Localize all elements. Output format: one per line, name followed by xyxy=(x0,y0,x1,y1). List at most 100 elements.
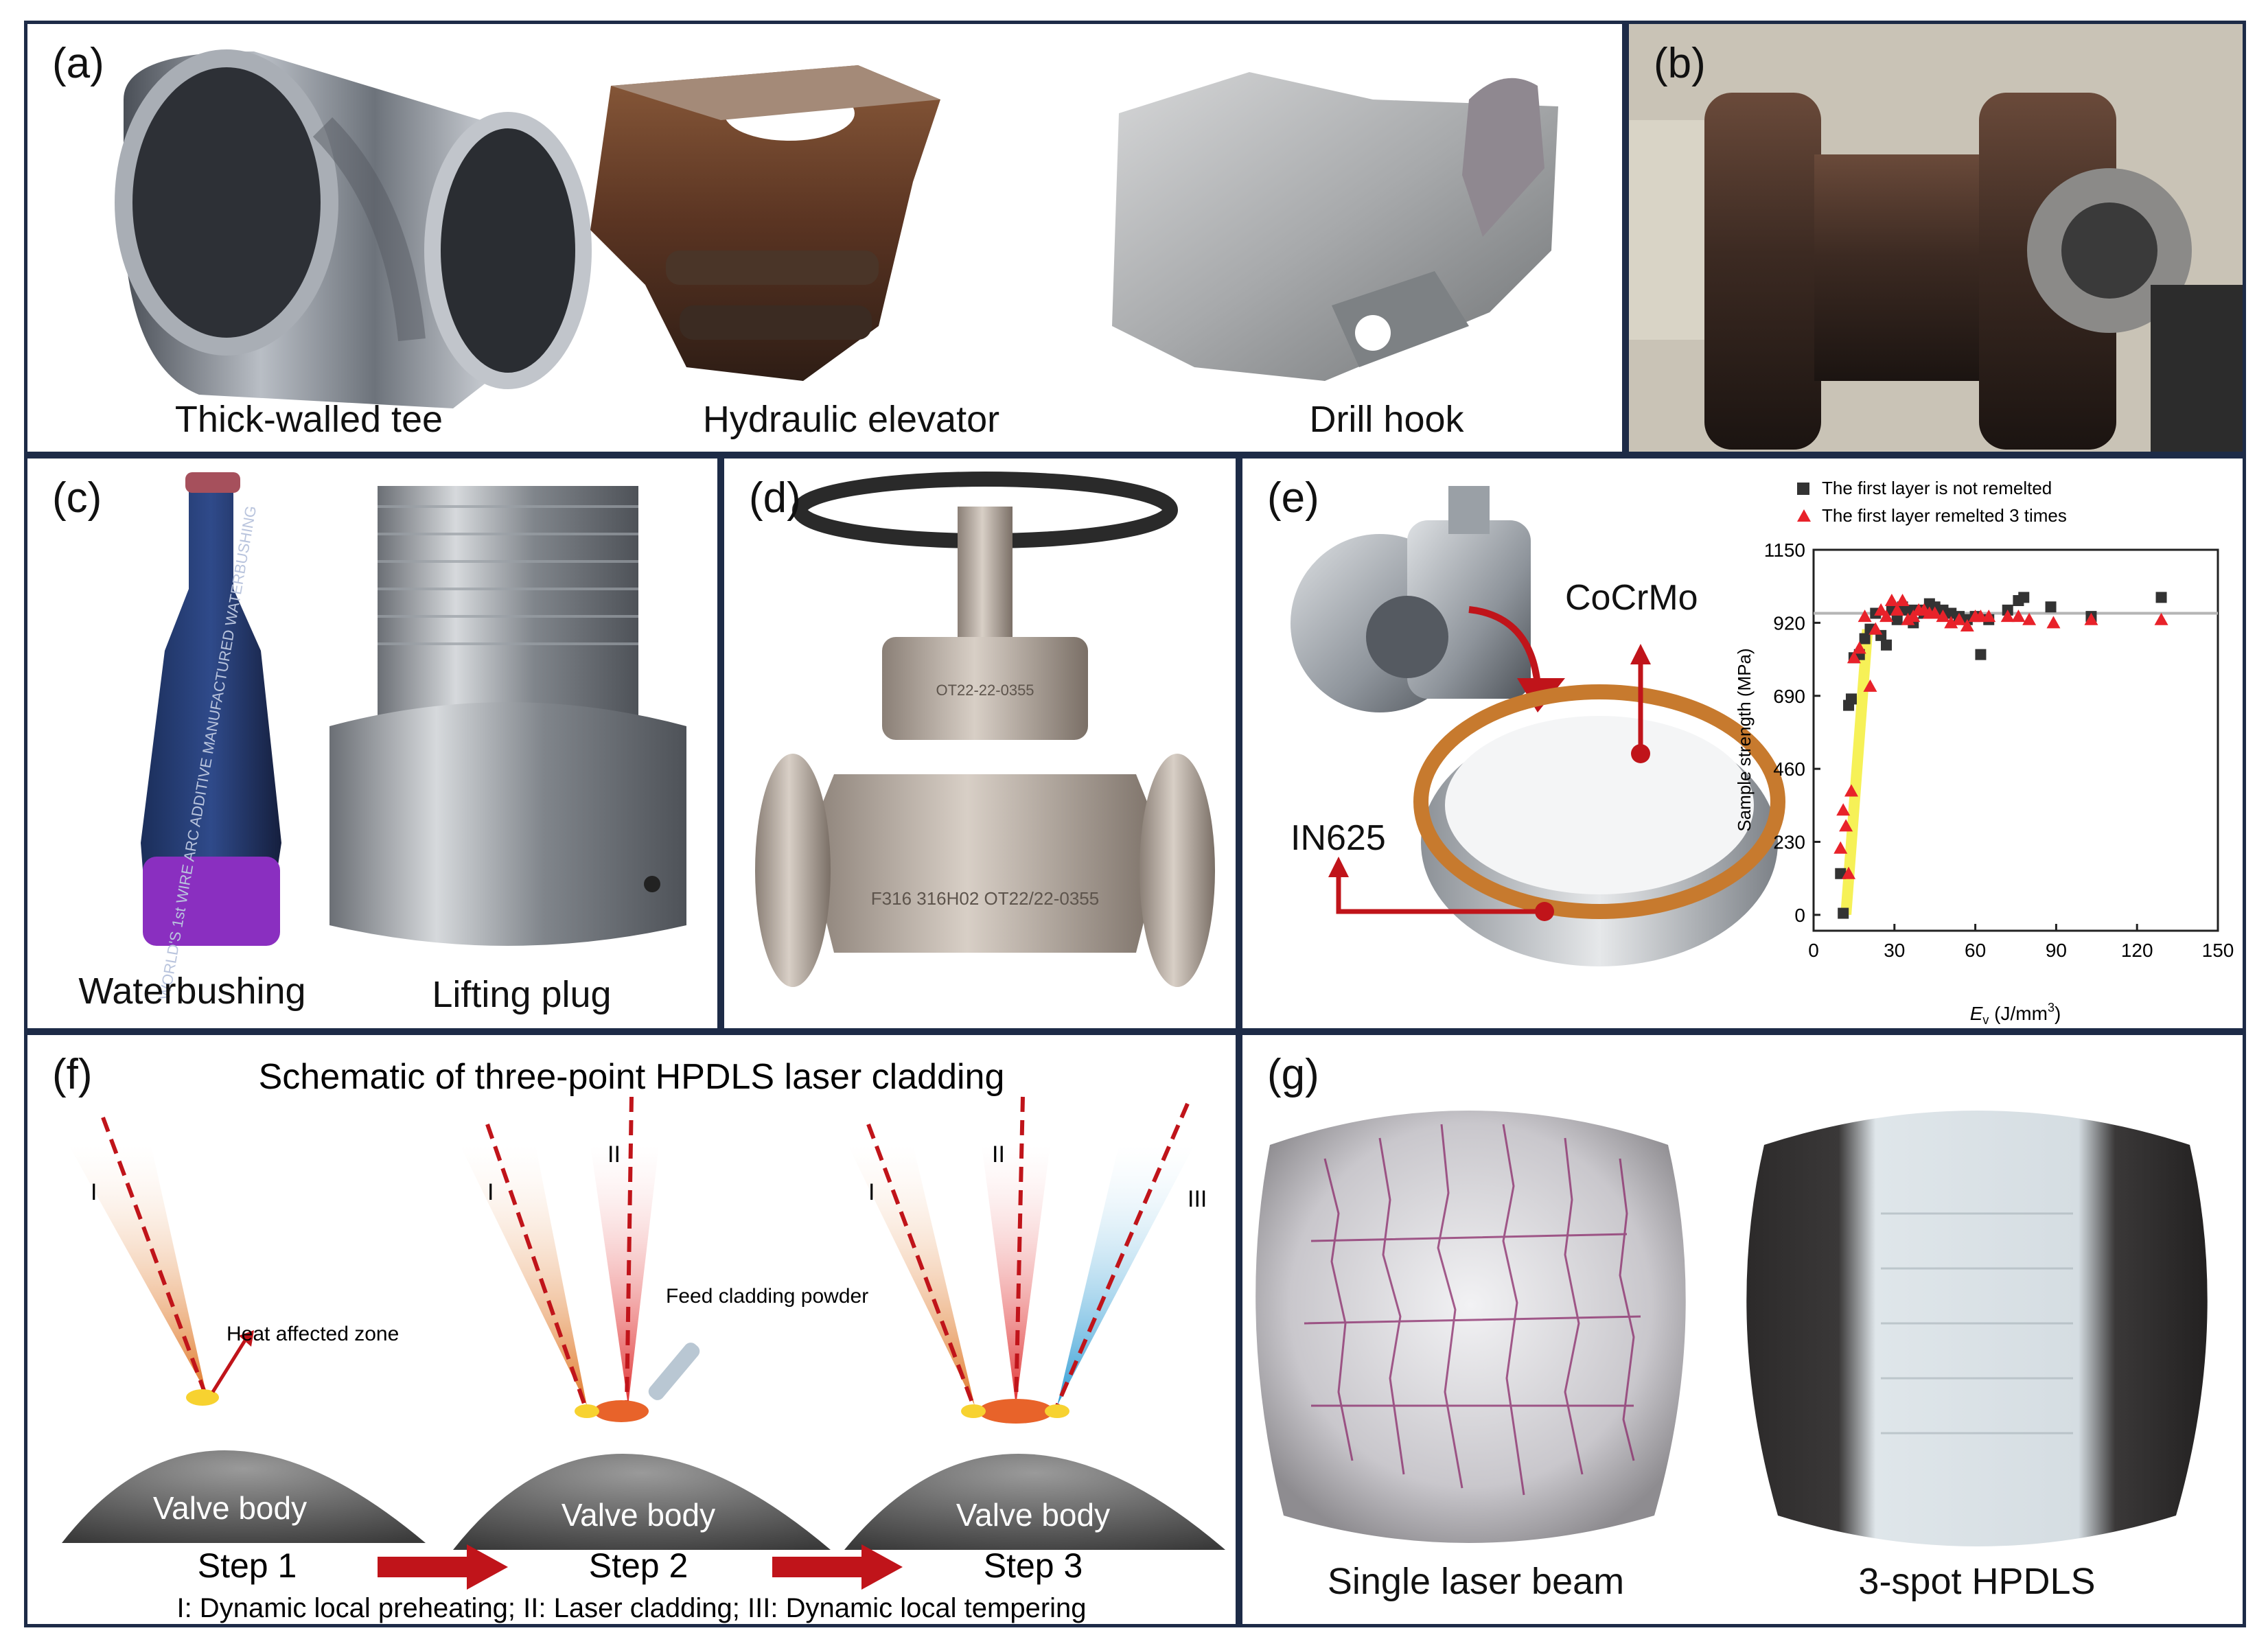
hpdls-schematic: Schematic of three-point HPDLS laser cla… xyxy=(62,1057,1225,1623)
data-point-remelted xyxy=(2084,612,2098,625)
y-tick-label: 920 xyxy=(1773,612,1805,634)
x-tick-label: 30 xyxy=(1884,940,1905,961)
data-point-remelted xyxy=(1890,603,1904,616)
x-axis-label-sup: 3 xyxy=(2048,1001,2055,1014)
panel-c: WORLD'S 1st WIRE ARC ADDITIVE MANUFACTUR… xyxy=(24,455,721,1032)
panel-e: CoCrMo IN625 0 30 60 90 120 150 0 230 460 690 920… xyxy=(1239,455,2246,1032)
data-point-not-remelted xyxy=(1845,693,1857,705)
data-point-remelted xyxy=(1852,641,1866,654)
panel-f: Schematic of three-point HPDLS laser cla… xyxy=(24,1032,1239,1627)
step-arrow-1 xyxy=(378,1544,508,1590)
heat-affected-zone-label: Heat affected zone xyxy=(227,1323,399,1345)
single-laser-beam-photo xyxy=(1256,1111,1686,1543)
data-point-not-remelted xyxy=(1975,649,1987,660)
x-tick-label: 90 xyxy=(2046,940,2067,961)
data-point-remelted xyxy=(2000,610,2015,623)
data-point-remelted xyxy=(1952,612,1967,625)
caption-hydraulic-elevator: Hydraulic elevator xyxy=(702,399,1000,440)
hydraulic-elevator-photo xyxy=(590,65,940,381)
schematic-title: Schematic of three-point HPDLS laser cla… xyxy=(259,1057,1005,1097)
beam-label-step1-i: I xyxy=(91,1179,97,1205)
roller-photo xyxy=(1629,24,2243,452)
data-point-remelted xyxy=(1839,819,1853,832)
x-axis-ticks: 0 30 60 90 120 150 xyxy=(1808,924,2234,961)
panel-b: (b) xyxy=(1625,21,2246,455)
step-1-label: Step 1 xyxy=(198,1546,297,1585)
x-axis-label-main: E xyxy=(1970,1003,1983,1024)
y-tick-label: 0 xyxy=(1794,905,1805,926)
data-point-remelted xyxy=(1884,594,1899,606)
caption-waterbushing: Waterbushing xyxy=(78,971,306,1012)
x-tick-label: 0 xyxy=(1808,940,1819,961)
panel-e-label: (e) xyxy=(1267,474,1319,522)
data-point-remelted xyxy=(1960,619,1974,631)
panel-a-label: (a) xyxy=(52,40,104,87)
step-3-schematic xyxy=(844,1096,1225,1550)
beam-label-step2-i: I xyxy=(487,1179,494,1205)
3-spot-hpdls-photo xyxy=(1746,1111,2208,1546)
valve-marking-top: OT22-22-0355 xyxy=(936,682,1034,699)
y-tick-label: 1150 xyxy=(1764,539,1805,561)
step-arrow-2 xyxy=(772,1544,903,1590)
x-tick-label: 60 xyxy=(1965,940,1986,961)
data-point-remelted xyxy=(2011,610,2026,623)
panel-c-photos: WORLD'S 1st WIRE ARC ADDITIVE MANUFACTUR… xyxy=(141,472,686,1001)
x-axis-label-sub: v xyxy=(1982,1013,1989,1027)
schematic-footnote: I: Dynamic local preheating; II: Laser c… xyxy=(176,1593,1086,1623)
feed-cladding-powder-label: Feed cladding powder xyxy=(666,1285,868,1308)
data-point-not-remelted xyxy=(1859,633,1871,645)
caption-3-spot-hpdls: 3-spot HPDLS xyxy=(1858,1561,2096,1602)
beam-label-step3-iii: III xyxy=(1188,1186,1207,1212)
data-point-not-remelted xyxy=(1838,907,1849,919)
panel-g-photos xyxy=(1256,1111,2208,1546)
panel-b-label: (b) xyxy=(1654,40,1706,87)
panel-a-photos xyxy=(115,49,1558,408)
x-axis-label-unit: (J/mm xyxy=(1989,1003,2048,1024)
valve-marking-body: F316 316H02 OT22/22-0355 xyxy=(871,888,1099,909)
seal-ring xyxy=(1413,684,1785,966)
data-point-remelted xyxy=(1879,610,1894,623)
y-axis-ticks: 0 230 460 690 920 1150 xyxy=(1764,539,1820,926)
data-point-remelted xyxy=(1863,679,1877,692)
data-point-remelted xyxy=(1936,610,1950,623)
data-point-remelted xyxy=(1901,612,1915,625)
legend-item-remelted: The first layer remelted 3 times xyxy=(1822,505,2067,526)
x-tick-label: 120 xyxy=(2121,940,2153,961)
step-1-schematic xyxy=(62,1116,426,1543)
data-point-remelted xyxy=(2046,616,2061,629)
panel-g-label: (g) xyxy=(1267,1051,1319,1098)
panel-f-label: (f) xyxy=(52,1051,93,1098)
drill-hook-photo xyxy=(1112,72,1558,381)
thick-walled-tee-photo xyxy=(115,49,592,408)
x-axis-label-end: ) xyxy=(2055,1003,2061,1024)
x-axis-label: Ev (J/mm3) xyxy=(1970,1001,2061,1027)
material-in625: IN625 xyxy=(1291,818,1386,858)
legend-triangle-marker xyxy=(1797,509,1811,522)
data-point-not-remelted xyxy=(2045,601,2057,613)
step-2-schematic xyxy=(453,1096,831,1550)
data-point-remelted xyxy=(1895,594,1910,606)
data-point-remelted xyxy=(1842,866,1856,879)
data-points xyxy=(1833,592,2168,919)
y-tick-label: 460 xyxy=(1773,758,1805,780)
data-point-remelted xyxy=(1944,616,1958,629)
caption-single-laser-beam: Single laser beam xyxy=(1327,1561,1625,1602)
strength-chart: 0 30 60 90 120 150 0 230 460 690 920 1150 Sample s… xyxy=(1734,478,2234,1027)
y-tick-label: 690 xyxy=(1773,686,1805,707)
material-cocrmo: CoCrMo xyxy=(1565,578,1698,618)
step-2-label: Step 2 xyxy=(589,1546,688,1585)
gate-valve-photo: OT22-22-0355 F316 316H02 OT22/22-0355 xyxy=(755,472,1215,987)
y-axis-label: Sample strength (MPa) xyxy=(1734,648,1755,831)
beam-label-step2-ii: II xyxy=(608,1141,621,1168)
caption-thick-walled-tee: Thick-walled tee xyxy=(174,399,443,440)
x-tick-label: 150 xyxy=(2202,940,2234,961)
panel-d: OT22-22-0355 F316 316H02 OT22/22-0355 (d… xyxy=(721,455,1239,1032)
data-point-remelted xyxy=(1836,803,1851,816)
y-tick-label: 230 xyxy=(1773,832,1805,853)
red-transfer-arrow xyxy=(1468,606,1541,686)
data-point-not-remelted xyxy=(1835,868,1847,879)
beam-label-step3-ii: II xyxy=(992,1141,1005,1168)
data-point-not-remelted xyxy=(1881,639,1893,651)
panel-d-label: (d) xyxy=(749,474,801,522)
data-point-not-remelted xyxy=(2155,592,2167,603)
